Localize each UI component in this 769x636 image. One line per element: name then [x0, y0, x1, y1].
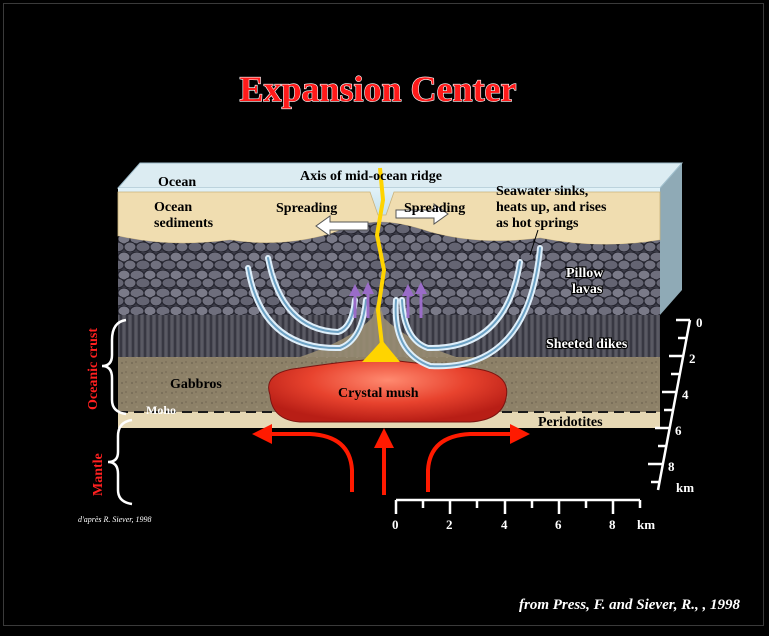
distance-scale	[394, 498, 642, 514]
hot-spring-rise-arrows	[349, 282, 427, 318]
label-seawater-2: heats up, and rises	[496, 200, 607, 215]
mantle-arrow-right	[426, 424, 530, 492]
depth-tick-8: 8	[668, 459, 675, 474]
distance-tick-6: 6	[555, 517, 562, 532]
label-seawater-1: Seawater sinks,	[496, 184, 588, 199]
spreading-arrow-left	[315, 215, 369, 237]
distance-tick-8: 8	[609, 517, 616, 532]
mantle-flow-arrows	[252, 424, 530, 495]
distance-tick-0: 0	[392, 517, 399, 532]
label-crystal-mush: Crystal mush	[338, 386, 419, 401]
magma-chamber	[268, 351, 508, 423]
spreading-arrows	[315, 203, 449, 237]
label-sheeted-dikes: Sheeted dikes	[546, 337, 628, 352]
label-peridotites: Peridotites	[538, 415, 603, 430]
frame-border	[3, 3, 764, 626]
depth-unit: km	[676, 480, 694, 495]
label-gabbros: Gabbros	[170, 377, 222, 392]
axis-magma-pool	[362, 340, 400, 362]
label-seawater-3: as hot springs	[496, 216, 579, 231]
label-ocean-sediments-1: Ocean	[154, 200, 192, 215]
block-side-face	[660, 163, 682, 315]
distance-unit: km	[637, 517, 655, 532]
distance-tick-2: 2	[446, 517, 453, 532]
label-ocean-sediments-2: sediments	[154, 216, 214, 231]
hydrothermal-circulation-left	[245, 255, 369, 352]
depth-scale	[648, 318, 692, 491]
label-ocean: Ocean	[158, 175, 196, 190]
hydrothermal-circulation-right	[392, 245, 543, 370]
credit-small: d'après R. Siever, 1998	[78, 515, 151, 524]
depth-tick-4: 4	[682, 387, 689, 402]
mantle-arrow-left	[252, 424, 354, 492]
label-spreading-left: Spreading	[276, 201, 337, 216]
label-pillow-1: Pillow	[566, 266, 604, 281]
depth-tick-6: 6	[675, 423, 682, 438]
mantle-bracket	[107, 418, 133, 506]
credit: from Press, F. and Siever, R., , 1998	[519, 597, 740, 613]
label-axis: Axis of mid-ocean ridge	[300, 169, 442, 184]
axis-magma-conduit	[374, 167, 387, 346]
page-title: Expansion Center	[239, 69, 516, 109]
seawater-leader-line	[529, 229, 539, 256]
label-pillow-2: lavas	[572, 282, 603, 297]
label-moho: Moho	[146, 403, 176, 417]
label-oceanic-crust: Oceanic crust	[86, 328, 101, 410]
label-mantle: Mantle	[91, 453, 106, 496]
distance-tick-4: 4	[501, 517, 508, 532]
label-spreading-right: Spreading	[404, 201, 465, 216]
depth-tick-2: 2	[689, 351, 696, 366]
oceanic-crust-bracket	[101, 318, 127, 416]
spreading-arrow-right	[395, 203, 449, 225]
depth-tick-0: 0	[696, 315, 703, 330]
